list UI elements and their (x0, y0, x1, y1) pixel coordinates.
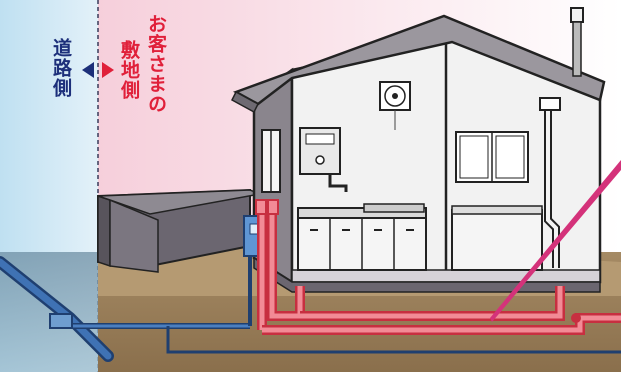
bathroom-window (455, 131, 529, 183)
water-heater-icon (299, 127, 348, 192)
pointer-line (490, 160, 621, 322)
arrow-to-site-icon (102, 62, 114, 78)
boundary-wall (97, 188, 263, 273)
supply-pipe (0, 256, 621, 362)
customer-site-label-line1: お客さまの (145, 14, 167, 114)
customer-site-label-line2: 敷地側 (118, 40, 140, 100)
bathtub (451, 205, 543, 271)
kitchen-counter (297, 203, 427, 271)
ventilation-fan-icon (379, 81, 411, 130)
shower-pipe (539, 97, 561, 268)
hot-water-pipe (255, 199, 621, 335)
arrow-to-road-icon (82, 62, 94, 78)
road-side-label: 道路側 (50, 38, 72, 98)
